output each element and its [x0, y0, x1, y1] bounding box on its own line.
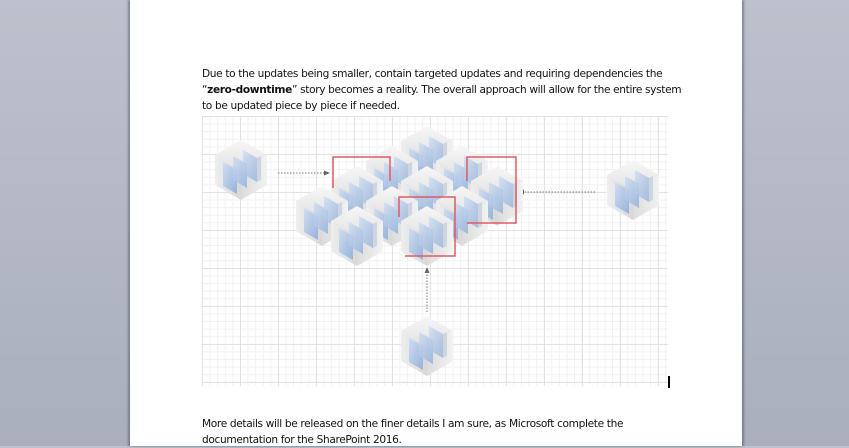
paragraph-zero-downtime: Due to the updates being smaller, contai… — [202, 66, 682, 114]
text-cursor — [668, 376, 670, 388]
arrow-lines — [278, 172, 595, 312]
source-cube-right — [607, 160, 659, 220]
cube-cluster — [296, 126, 523, 266]
document-page[interactable]: Due to the updates being smaller, contai… — [130, 0, 742, 446]
source-cube-bottom — [401, 316, 453, 376]
bold-term: zero-downtime — [207, 84, 292, 96]
architecture-diagram[interactable] — [202, 116, 668, 386]
paragraph-text: Due to the updates being smaller, contai… — [202, 68, 663, 96]
source-cube-left — [215, 140, 267, 200]
paragraph-more-details: More details will be released on the fin… — [202, 418, 624, 446]
diagram-canvas — [215, 126, 659, 376]
paragraph-text: ” story becomes a reality. The overall a… — [202, 84, 682, 112]
update-highlights — [332, 156, 517, 257]
